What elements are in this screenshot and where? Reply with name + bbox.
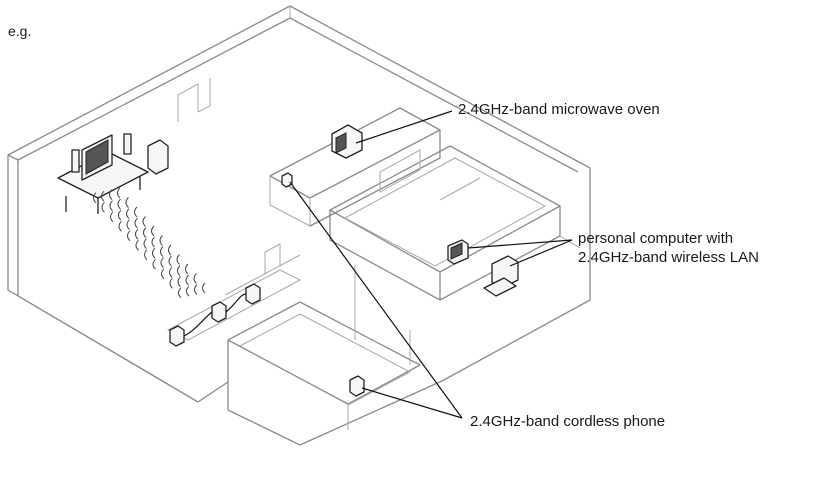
computer-icon: [447, 239, 519, 297]
cordless-phone-icon: [281, 172, 365, 397]
example-caption: e.g.: [8, 23, 32, 39]
microwave-icon: [331, 124, 363, 159]
cordless-phone-label: 2.4GHz-band cordless phone: [470, 413, 666, 430]
callout-lines: [289, 110, 573, 419]
computer-label: personal computer with 2.4GHz-band wirel…: [578, 229, 759, 267]
computer-label-line1: personal computer with: [578, 230, 734, 247]
house-walls: [7, 5, 591, 446]
microwave-label: 2.4GHz-band microwave oven: [458, 101, 660, 118]
computer-label-line2: 2.4GHz-band wireless LAN: [578, 249, 759, 266]
speaker-icon: [147, 139, 261, 347]
wireless-signal-icon: [93, 187, 206, 299]
tv-icon: [57, 133, 149, 214]
